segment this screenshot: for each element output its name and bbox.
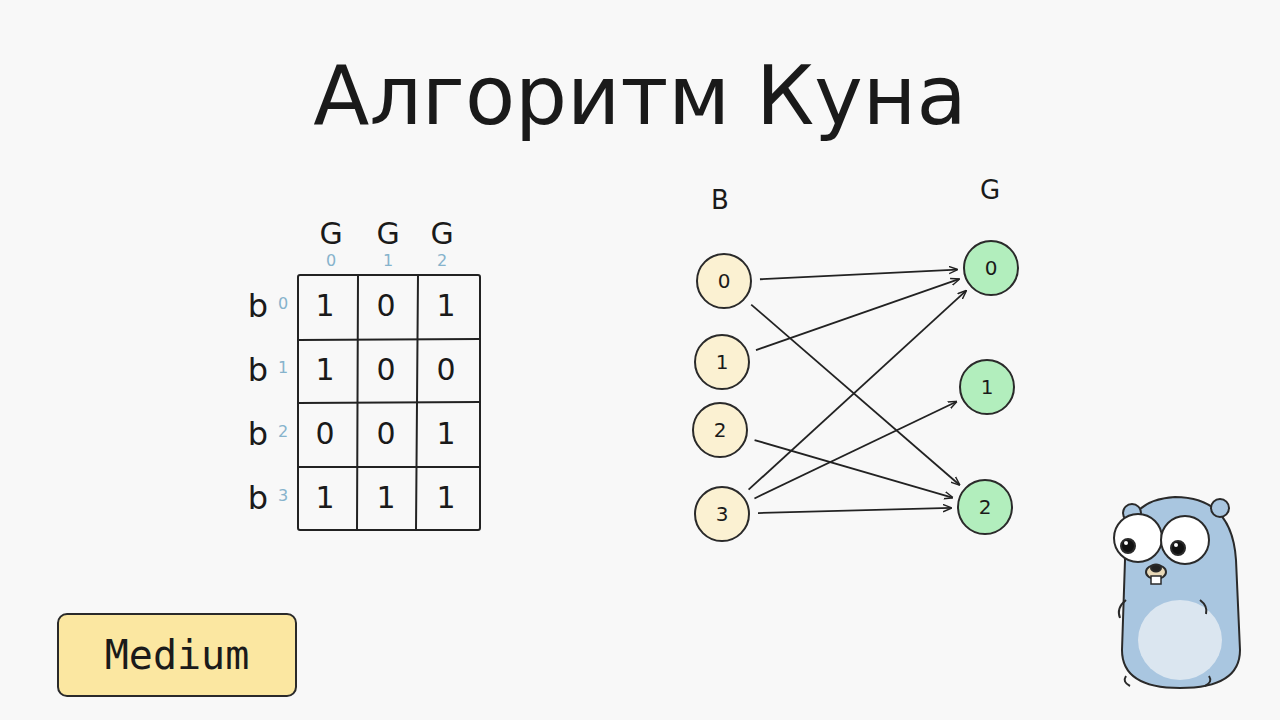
gopher-mascot [1114,497,1240,688]
matrix-cell: 1 [315,483,334,513]
matrix-cell: 1 [436,291,455,321]
vertex-number: 1 [716,352,729,372]
part-header: G [980,177,1000,203]
vertex-circle: 0 [963,240,1019,296]
matrix-cell: 1 [315,291,334,321]
vertex-number: 2 [979,497,992,517]
difficulty-badge: Medium [57,613,297,697]
matrix-cell: 1 [436,419,455,449]
circle-shape [695,487,749,541]
row-header: b [248,354,268,386]
column-header: G [376,219,399,249]
vertex-circle: 0 [696,253,752,309]
column-header: G [319,219,342,249]
circle-shape [693,403,747,457]
circle-shape [964,241,1018,295]
row-index: 3 [278,488,288,504]
vertex-number: 3 [716,504,729,524]
vertex-circle: 2 [692,402,748,458]
vertex-circle: 2 [957,479,1013,535]
circle-shape [697,254,751,308]
badge-shape [58,614,296,696]
row-index: 0 [278,296,288,312]
vertex-number: 2 [714,420,727,440]
matching-edge [758,508,951,513]
circle-shape [958,480,1012,534]
matrix-cell: 0 [376,291,395,321]
matching-edge [755,440,953,497]
matching-edge [756,279,959,350]
row-header: b [248,482,268,514]
title: Алгоритм Куна [313,55,966,137]
row-header: b [248,418,268,450]
matrix-grid [298,275,480,530]
matrix-cell: 0 [436,355,455,385]
matching-edge [749,291,966,490]
badge-label: Medium [105,635,250,675]
vertex-circle: 1 [694,334,750,390]
matrix-cell: 1 [315,355,334,385]
column-index: 2 [437,253,447,269]
circle-shape [695,335,749,389]
vertex-number: 0 [985,258,998,278]
row-index: 1 [278,360,288,376]
matching-edge [754,402,956,499]
matrix-cell: 0 [376,419,395,449]
vertex-circle: 3 [694,486,750,542]
vertex-number: 0 [718,271,731,291]
vertex-circle: 1 [959,359,1015,415]
row-index: 2 [278,424,288,440]
column-index: 0 [326,253,336,269]
row-header: b [248,290,268,322]
circle-shape [960,360,1014,414]
matrix-cell: 0 [315,419,334,449]
vertex-number: 1 [981,377,994,397]
matrix-cell: 1 [376,483,395,513]
matrix-cell: 1 [436,483,455,513]
matching-edge [760,270,957,280]
part-header: B [711,187,729,213]
matrix-cell: 0 [376,355,395,385]
column-header: G [430,219,453,249]
column-index: 1 [383,253,393,269]
